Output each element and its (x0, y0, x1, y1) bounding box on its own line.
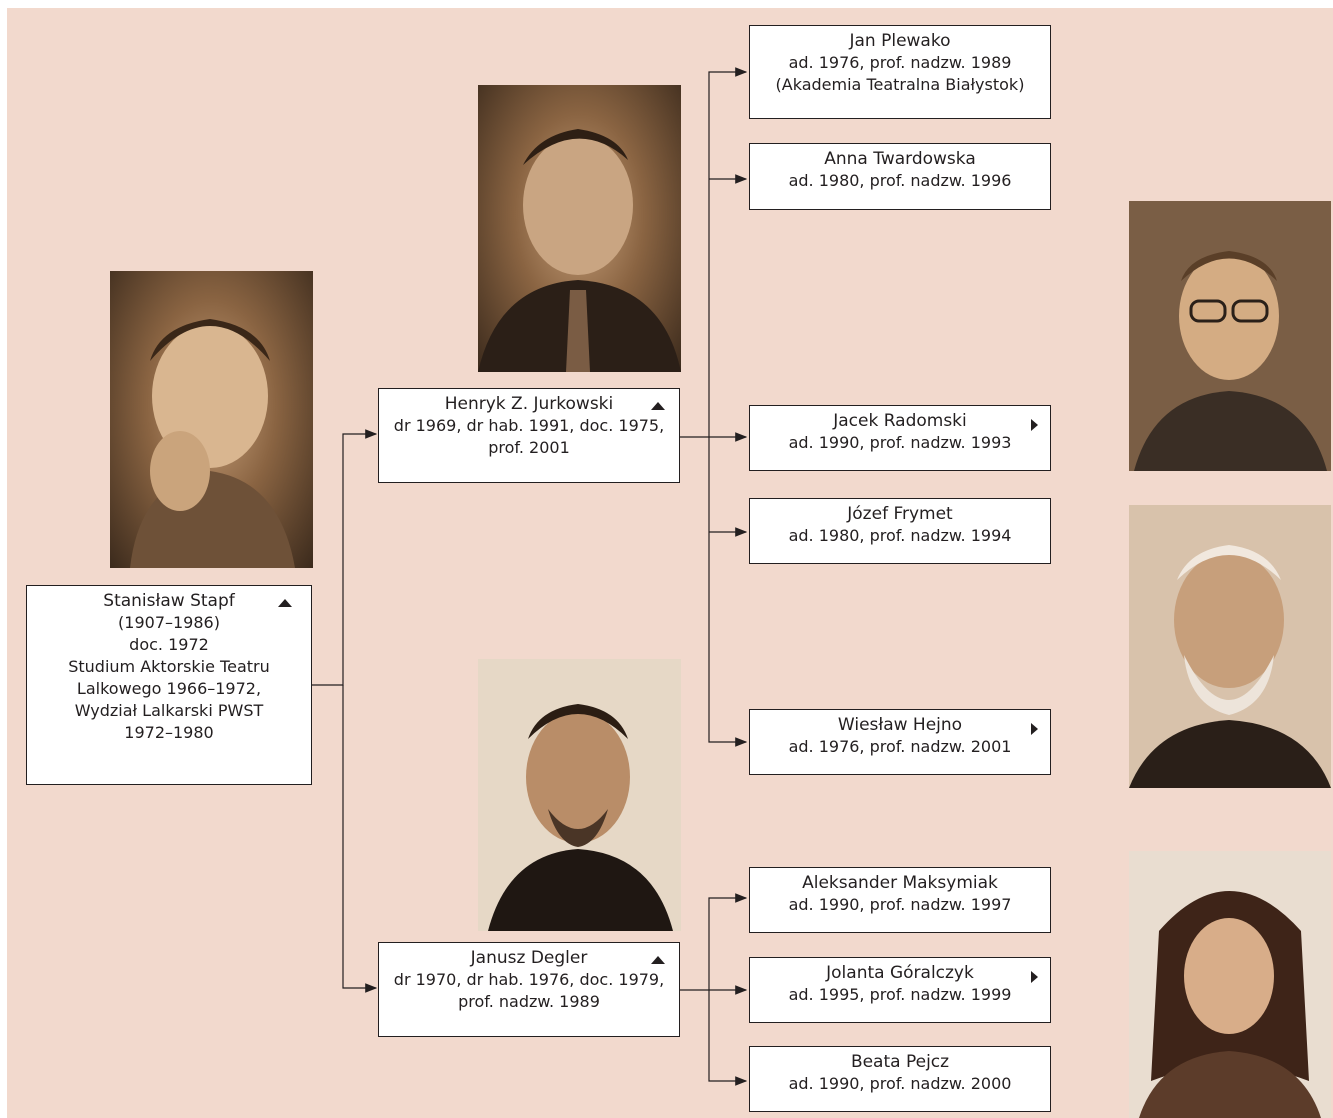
node-detail: prof. 2001 (488, 438, 570, 457)
node-hejno[interactable]: Wiesław Hejno ad. 1976, prof. nadzw. 200… (749, 709, 1051, 775)
portrait-icon (478, 659, 681, 931)
node-detail: prof. nadzw. 1989 (458, 992, 600, 1011)
node-detail: doc. 1972 (129, 635, 209, 654)
node-detail: dr 1970, dr hab. 1976, doc. 1979, (393, 970, 665, 989)
node-twardowska[interactable]: Anna Twardowska ad. 1980, prof. nadzw. 1… (749, 143, 1051, 210)
photo-above-icon (278, 599, 292, 607)
node-name: Henryk Z. Jurkowski (444, 394, 614, 414)
portrait-icon (1129, 851, 1331, 1118)
portrait-icon (1129, 201, 1331, 471)
node-name: Józef Frymet (847, 504, 953, 524)
node-detail: Lalkowego 1966–1972, (76, 679, 262, 698)
node-name: Wiesław Hejno (837, 715, 963, 735)
photo-goralczyk (1129, 851, 1331, 1118)
photo-above-icon (651, 402, 665, 410)
node-name: Aleksander Maksymiak (802, 873, 998, 893)
portrait-icon (478, 129, 681, 372)
node-detail: ad. 1976, prof. nadzw. 1989 (788, 53, 1012, 72)
connector-stapf-degler (342, 685, 378, 993)
photo-right-icon (1031, 723, 1038, 735)
node-detail: Wydział Lalkarski PWST (74, 701, 264, 720)
connector-jurkowski (680, 67, 748, 438)
node-degler[interactable]: Janusz Degler dr 1970, dr hab. 1976, doc… (378, 942, 680, 1037)
portrait-icon (1129, 505, 1331, 788)
node-detail: ad. 1990, prof. nadzw. 2000 (788, 1074, 1012, 1093)
photo-degler (478, 659, 681, 931)
node-detail: (Akademia Teatralna Białystok) (775, 75, 1025, 94)
node-frymet[interactable]: Józef Frymet ad. 1980, prof. nadzw. 1994 (749, 498, 1051, 564)
node-detail: ad. 1980, prof. nadzw. 1994 (788, 526, 1012, 545)
node-stapf[interactable]: Stanisław Stapf (1907–1986) doc. 1972 St… (26, 585, 312, 785)
connector-stapf (312, 429, 378, 686)
photo-jurkowski (478, 85, 681, 372)
node-jurkowski[interactable]: Henryk Z. Jurkowski dr 1969, dr hab. 199… (378, 388, 680, 483)
node-name: Anna Twardowska (824, 149, 976, 169)
node-name: Beata Pejcz (850, 1052, 950, 1072)
node-detail: ad. 1995, prof. nadzw. 1999 (788, 985, 1012, 1004)
node-name: Jacek Radomski (833, 411, 967, 431)
node-detail: 1972–1980 (124, 723, 214, 742)
node-detail: (1907–1986) (118, 613, 220, 632)
connector-jurkowski-hejno (708, 437, 748, 747)
node-pejcz[interactable]: Beata Pejcz ad. 1990, prof. nadzw. 2000 (749, 1046, 1051, 1112)
photo-hejno (1129, 505, 1331, 788)
node-name: Jolanta Góralczyk (826, 963, 974, 983)
node-detail: ad. 1990, prof. nadzw. 1993 (788, 433, 1012, 452)
node-detail: ad. 1976, prof. nadzw. 2001 (788, 737, 1012, 756)
node-detail: Studium Aktorskie Teatru (68, 657, 270, 676)
node-name: Stanisław Stapf (103, 591, 235, 611)
photo-right-icon (1031, 419, 1038, 431)
node-detail: dr 1969, dr hab. 1991, doc. 1975, (393, 416, 665, 435)
node-maksymiak[interactable]: Aleksander Maksymiak ad. 1990, prof. nad… (749, 867, 1051, 933)
node-name: Janusz Degler (470, 948, 588, 968)
node-detail: ad. 1980, prof. nadzw. 1996 (788, 171, 1012, 190)
photo-stapf (110, 271, 313, 568)
node-radomski[interactable]: Jacek Radomski ad. 1990, prof. nadzw. 19… (749, 405, 1051, 471)
portrait-icon (130, 319, 295, 568)
photo-above-icon (651, 956, 665, 964)
photo-right-icon (1031, 971, 1038, 983)
node-detail: ad. 1990, prof. nadzw. 1997 (788, 895, 1012, 914)
connector-degler (680, 893, 748, 991)
node-plewako[interactable]: Jan Plewako ad. 1976, prof. nadzw. 1989 … (749, 25, 1051, 119)
node-goralczyk[interactable]: Jolanta Góralczyk ad. 1995, prof. nadzw.… (749, 957, 1051, 1023)
node-name: Jan Plewako (849, 31, 951, 51)
connector-degler-pejcz (708, 990, 748, 1086)
photo-radomski (1129, 201, 1331, 471)
